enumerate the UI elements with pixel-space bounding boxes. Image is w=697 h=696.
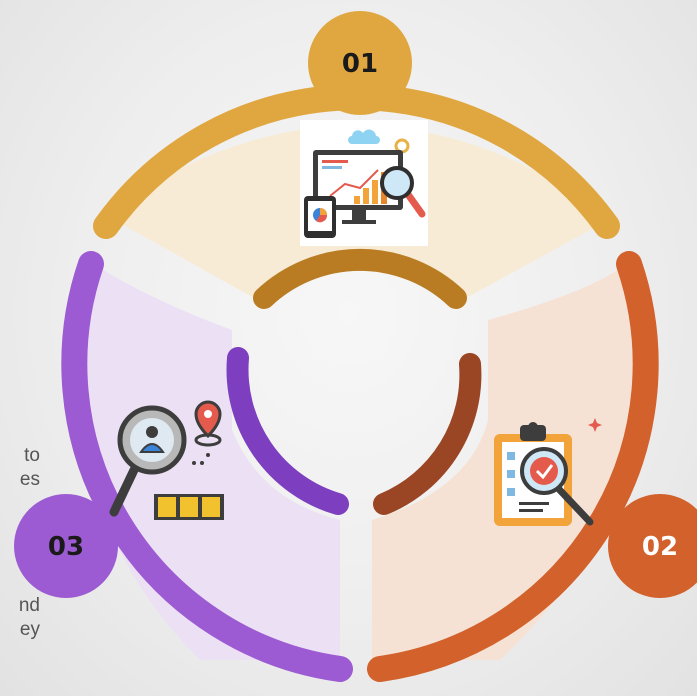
cropped-text-bottom: nd ey (0, 594, 40, 642)
segment-02-inner-arc (373, 353, 482, 515)
badge-03-label: 03 (48, 532, 84, 562)
badge-01-circle (308, 11, 412, 115)
badge-02-label: 02 (642, 532, 678, 562)
analytics-dashboard-icon (300, 120, 428, 246)
badge-01-label: 01 (342, 49, 378, 79)
cropped-text-line: to (24, 445, 40, 466)
segment-03-fill (78, 262, 340, 660)
badge-03-circle (14, 494, 118, 598)
segment-03-inner-arc (226, 347, 349, 515)
segment-01: 01 (93, 11, 620, 309)
checklist-inspection-icon (494, 418, 602, 526)
segment-01-inner-arc (253, 248, 467, 309)
cropped-text-top: to es (0, 444, 40, 492)
badge-02-circle (608, 494, 697, 598)
segment-03-outer-arc (61, 251, 353, 682)
segment-02: 02 (367, 251, 697, 682)
cropped-text-line: nd (18, 595, 40, 616)
location-search-icon (109, 400, 224, 520)
cropped-text-line: es (19, 469, 40, 490)
cropped-text-line: ey (19, 619, 40, 640)
segment-02-outer-arc (367, 251, 659, 682)
segment-03: 03 (14, 251, 353, 682)
